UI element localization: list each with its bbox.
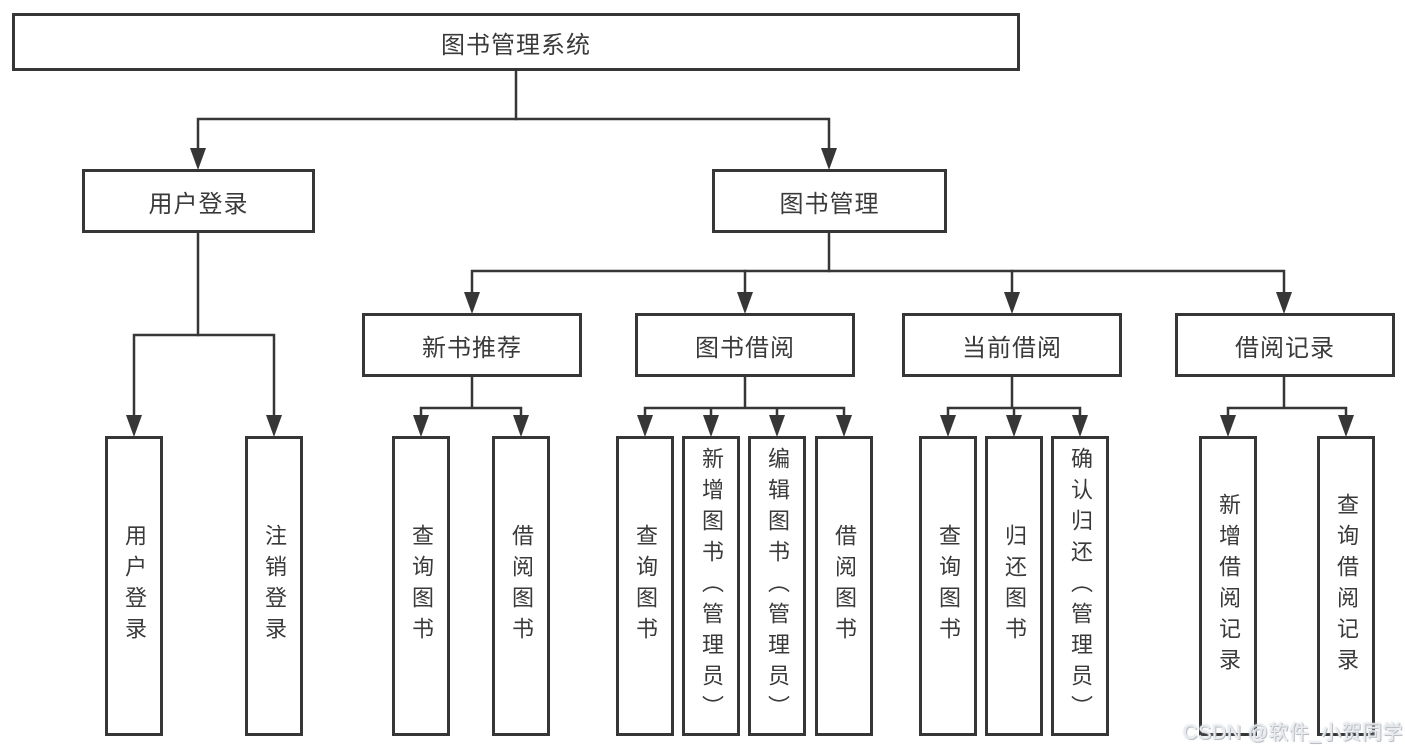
leaf-add-books-admin: 新增图书（管理员） [682,436,740,736]
leaf-query-borrow-record: 查询借阅记录 [1317,436,1375,736]
node-label: 借阅图书 [832,524,857,648]
arrowheads [126,148,1354,437]
node-current-borrowing: 当前借阅 [902,313,1122,377]
leaf-edit-books-admin: 编辑图书（管理员） [748,436,806,736]
node-label: 新书推荐 [422,334,522,362]
leaf-query-books-current: 查询图书 [919,436,977,736]
leaf-query-books-recommend: 查询图书 [392,436,450,736]
node-label: 查询图书 [409,524,434,648]
connector-root-branch [196,117,831,150]
node-book-management: 图书管理 [712,169,947,233]
node-book-borrowing: 图书借阅 [635,313,855,377]
connector-userlogin-branch [132,333,276,417]
node-label: 归还图书 [1002,524,1027,648]
connector-recommend-branch [419,375,523,417]
leaf-logout: 注销登录 [245,436,303,736]
node-label: 查询图书 [633,524,658,648]
node-label: 用户登录 [122,524,147,648]
leaf-return-books: 归还图书 [985,436,1043,736]
node-label: 新增图书（管理员） [699,446,724,726]
node-label: 编辑图书（管理员） [765,446,790,726]
node-label: 图书借阅 [695,334,795,362]
leaf-borrow-books-recommend: 借阅图书 [492,436,550,736]
leaf-query-books-borrow: 查询图书 [616,436,674,736]
node-label: 图书管理 [779,190,880,218]
connector-borrow-branch [643,375,846,417]
connector-bookmgmt-branch [470,269,1286,294]
node-user-login: 用户登录 [82,169,315,233]
node-borrowing-records: 借阅记录 [1175,313,1395,377]
leaf-user-login: 用户登录 [105,436,163,736]
node-label: 借阅记录 [1235,334,1335,362]
connector-record-branch [1226,375,1348,417]
node-label: 当前借阅 [962,334,1062,362]
leaf-confirm-return-admin: 确认归还（管理员） [1051,436,1109,736]
leaf-add-borrow-record: 新增借阅记录 [1199,436,1257,736]
connector-current-branch [946,375,1082,417]
csdn-watermark: CSDN @软件_小贺同学 [1183,722,1404,744]
node-label: 借阅图书 [509,524,534,648]
node-new-book-recommend: 新书推荐 [362,313,582,377]
node-library-management-system: 图书管理系统 [12,13,1020,71]
node-label: 注销登录 [262,524,287,648]
node-label: 用户登录 [148,190,249,218]
node-label: 新增借阅记录 [1216,493,1241,679]
node-label: 确认归还（管理员） [1068,446,1093,726]
node-label: 图书管理系统 [441,31,591,59]
leaf-borrow-books: 借阅图书 [815,436,873,736]
node-label: 查询图书 [936,524,961,648]
node-label: 查询借阅记录 [1334,493,1359,679]
